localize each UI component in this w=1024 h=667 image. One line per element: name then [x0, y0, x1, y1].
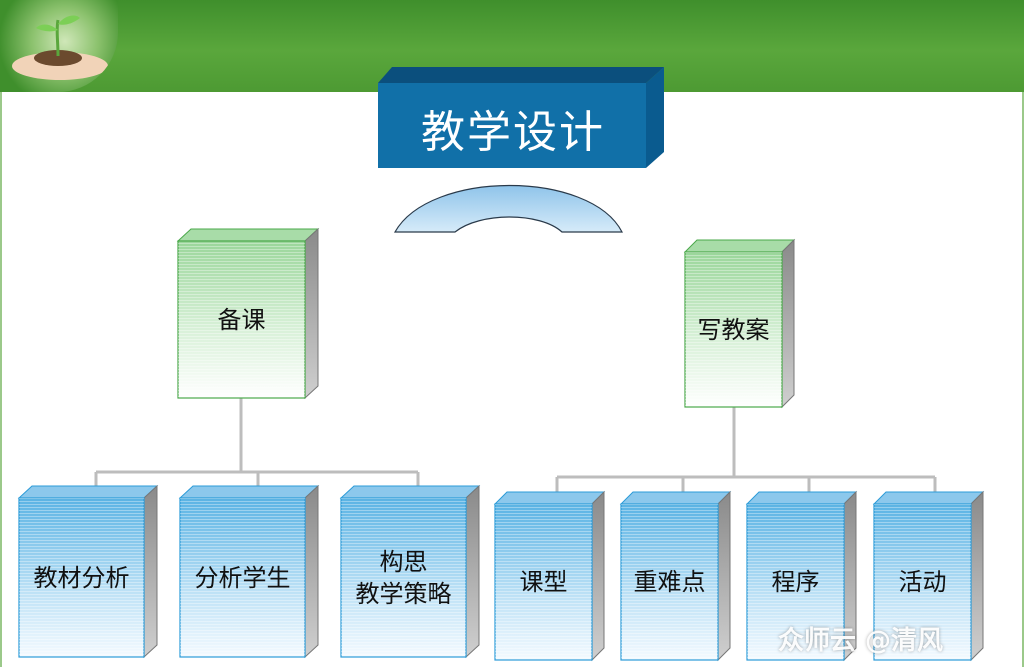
box-jiaocai — [17, 484, 159, 659]
box-huodong — [872, 490, 985, 662]
connector-lines — [94, 398, 937, 493]
page-border-left — [0, 92, 2, 667]
node-label-huodong: 活动 — [898, 568, 947, 596]
node-label-chengxu: 程序 — [771, 568, 820, 596]
node-label-kexing: 课型 — [519, 568, 568, 596]
watermark-text: 众师云 @清风 — [778, 626, 944, 656]
node-label-beike: 备课 — [217, 305, 266, 334]
node-label-zhongnandian: 重难点 — [633, 568, 706, 596]
arc-connector — [393, 184, 623, 233]
box-chengxu — [745, 490, 858, 662]
seedling-hands-image — [0, 0, 118, 92]
node-label-gousi-celue: 构思 教学策略 — [355, 547, 452, 608]
node-label-xiejiaoan: 写教案 — [697, 315, 770, 344]
seedling-icon — [12, 15, 108, 80]
box-zhongnandian — [619, 490, 732, 662]
node-label-jiaocaifenxi: 教材分析 — [33, 563, 130, 592]
box-xiejiaoan — [683, 238, 796, 409]
title-box — [378, 67, 664, 168]
box-xuesheng — [178, 484, 320, 659]
box-kexing — [493, 490, 606, 662]
node-label-fenxixuesheng: 分析学生 — [194, 563, 291, 592]
box-beike — [176, 227, 320, 400]
box-celue — [339, 484, 481, 659]
diagram-title: 教学设计 — [421, 107, 605, 158]
page-border-right — [1022, 92, 1024, 667]
